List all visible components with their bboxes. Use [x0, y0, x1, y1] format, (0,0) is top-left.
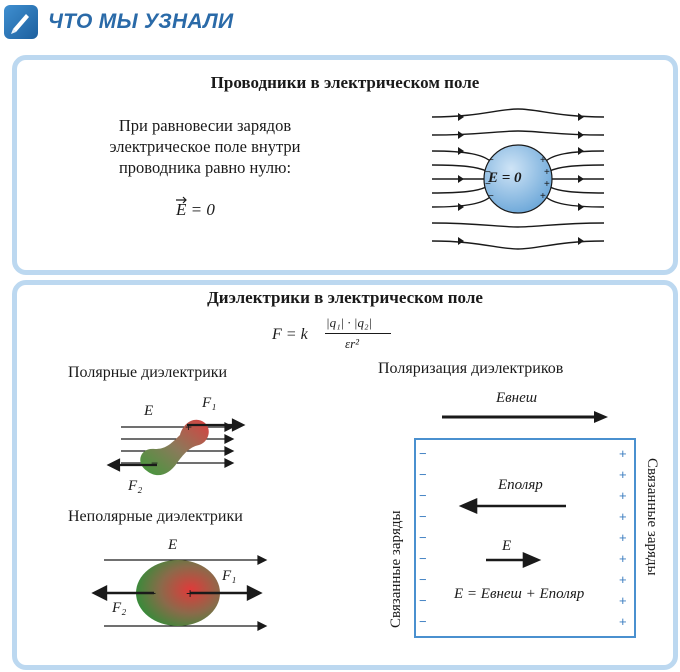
- svg-text:+: +: [619, 551, 627, 566]
- nonpolar-E-label: E: [168, 537, 178, 553]
- svg-text:+: +: [186, 585, 194, 601]
- polar-E-label: E: [144, 403, 154, 419]
- svg-text:+: +: [185, 420, 192, 434]
- svg-text:−: −: [419, 593, 427, 608]
- coulomb-denominator: εr²: [345, 336, 360, 351]
- svg-text:+: +: [619, 593, 627, 608]
- nonpolar-F2-label: F₂: [112, 600, 127, 616]
- polar-title: Полярные диэлектрики: [68, 364, 228, 381]
- logo-icon: [4, 5, 38, 39]
- svg-text:+: +: [619, 614, 627, 629]
- coulomb-numerator: |q₁| · |q₂|: [326, 315, 373, 330]
- polarization-title: Поляризация диэлектриков: [378, 360, 564, 377]
- vector-arrow-icon: [176, 196, 187, 204]
- svg-text:+: +: [619, 509, 627, 524]
- slab-E-label: E: [502, 538, 512, 554]
- coulomb-F: F = k: [272, 326, 308, 343]
- svg-text:+: +: [619, 488, 627, 503]
- svg-text:−: −: [419, 488, 427, 503]
- svg-text:−: −: [419, 446, 427, 461]
- conductors-text-line3: проводника равно нулю:: [118, 158, 292, 177]
- svg-text:+: +: [540, 155, 546, 166]
- header: ЧТО МЫ УЗНАЛИ: [0, 0, 680, 48]
- svg-text:−: −: [485, 167, 491, 178]
- fraction-bar: [325, 333, 391, 334]
- svg-text:−: −: [151, 456, 158, 470]
- conductor-formula: E = 0: [176, 200, 215, 219]
- svg-text:+: +: [544, 167, 550, 178]
- conductors-panel: [12, 55, 678, 275]
- svg-text:−: −: [419, 551, 427, 566]
- section-title: ЧТО МЫ УЗНАЛИ: [48, 10, 234, 33]
- svg-text:−: −: [419, 509, 427, 524]
- svg-text:+: +: [540, 191, 546, 202]
- svg-text:+: +: [619, 572, 627, 587]
- svg-text:+: +: [544, 179, 550, 190]
- svg-text:−: −: [488, 191, 494, 202]
- svg-text:−: −: [485, 179, 491, 190]
- inner-field-label: E = 0: [488, 170, 522, 186]
- E-ext-label: Eвнеш: [496, 390, 538, 406]
- svg-text:−: −: [419, 572, 427, 587]
- polar-F2-label: F₂: [128, 478, 143, 494]
- nonpolar-dielectric-diagram: − +: [91, 555, 268, 631]
- nonpolar-F1-label: F₁: [222, 568, 237, 584]
- dielectrics-title: Диэлектрики в электрическом поле: [207, 288, 483, 307]
- svg-text:+: +: [619, 446, 627, 461]
- sum-formula: E = Eвнеш + Eполяр: [454, 586, 585, 602]
- svg-text:+: +: [619, 530, 627, 545]
- conductors-text-line2: электрическое поле внутри: [109, 137, 301, 156]
- svg-text:−: −: [148, 585, 156, 601]
- E-pol-label: Eполяр: [498, 477, 543, 493]
- conductors-text-line1: При равновесии зарядов: [118, 116, 292, 135]
- polar-dielectric-diagram: + −: [106, 418, 246, 476]
- external-field-arrow: [442, 411, 608, 423]
- svg-text:−: −: [419, 530, 427, 545]
- svg-text:−: −: [419, 614, 427, 629]
- svg-text:−: −: [488, 155, 494, 166]
- svg-text:+: +: [619, 467, 627, 482]
- bound-charges-left: Связанные заряды: [388, 510, 404, 628]
- svg-text:−: −: [419, 467, 427, 482]
- bound-charges-right: Связанные заряды: [644, 458, 660, 576]
- polar-F1-label: F₁: [202, 395, 217, 411]
- conductors-title: Проводники в электрическом поле: [210, 73, 480, 92]
- nonpolar-title: Неполярные диэлектрики: [68, 508, 243, 525]
- conductor-field-diagram: −−−− ++++: [431, 108, 605, 250]
- dielectric-slab: − − − − − − − − − + + + + + + + + +: [414, 438, 636, 638]
